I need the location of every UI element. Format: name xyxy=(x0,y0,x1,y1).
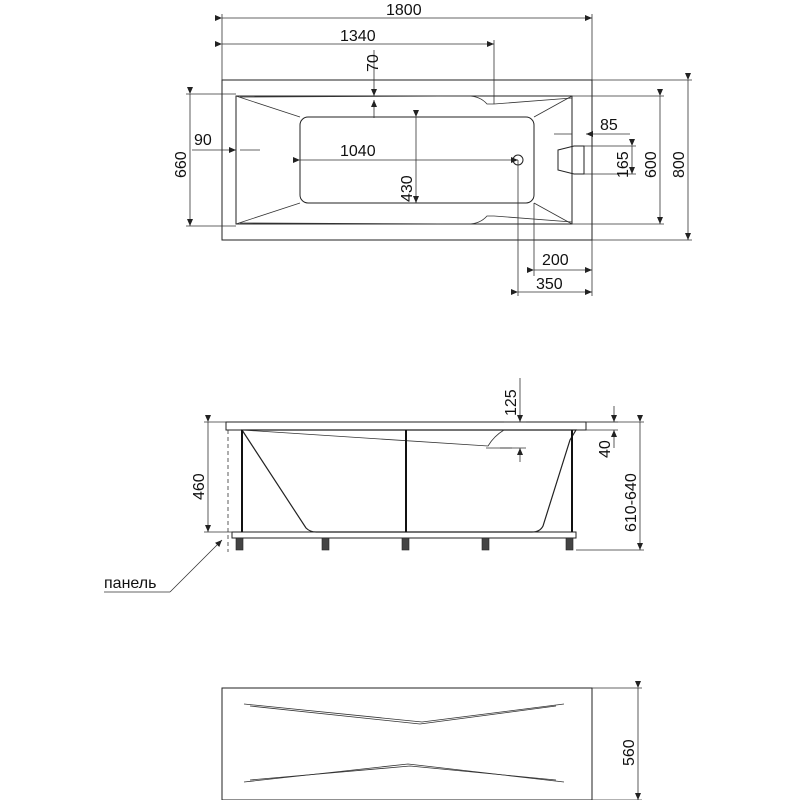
dim-rim-depth: 70 xyxy=(365,54,382,72)
dim-outer-width-inner: 660 xyxy=(173,151,190,178)
panel-relief-top xyxy=(243,703,565,723)
backrest-slope xyxy=(241,429,505,447)
dim-inner-bottom-width: 430 xyxy=(399,175,416,202)
panel-label: панель xyxy=(104,575,156,592)
legs xyxy=(235,537,574,551)
dim-panel-height: 560 xyxy=(621,739,638,766)
panel-relief-bottom-inner xyxy=(249,765,557,781)
panel-view: 560 xyxy=(221,681,642,800)
dim-drain-height: 125 xyxy=(503,389,520,416)
tub-body-profile xyxy=(240,429,578,533)
dim-rim-side: 90 xyxy=(194,132,212,149)
dim-headrest-width: 85 xyxy=(600,117,618,134)
tub-rim-side xyxy=(225,421,587,431)
dim-drain-to-edge: 350 xyxy=(536,276,563,293)
dim-inner-bottom-length: 1040 xyxy=(340,143,376,160)
front-panel-outline xyxy=(221,687,593,800)
basin-slopes xyxy=(235,95,573,225)
dim-headrest-length: 165 xyxy=(615,151,632,178)
headrest xyxy=(557,145,585,175)
dim-overall-width: 800 xyxy=(671,151,688,178)
dim-drain-to-end: 200 xyxy=(542,252,569,269)
side-view: 125 40 610-640 460 панель xyxy=(104,378,644,593)
dim-inner-width: 600 xyxy=(643,151,660,178)
dim-drain-distance: 1340 xyxy=(340,28,376,45)
backrest-bottom-lip xyxy=(239,215,573,225)
dim-total-height: 610-640 xyxy=(623,473,640,532)
dim-overall-length: 1800 xyxy=(386,2,422,19)
dim-basin-depth: 460 xyxy=(191,473,208,500)
backrest-top-lip xyxy=(239,95,573,105)
dim-rim-thickness: 40 xyxy=(597,440,614,458)
top-view: 1800 1340 70 90 660 1040 430 85 165 xyxy=(173,2,692,296)
frame-bottom-rail xyxy=(231,531,577,539)
tub-outer-outline xyxy=(221,79,593,241)
panel-relief-top-inner xyxy=(249,705,557,725)
